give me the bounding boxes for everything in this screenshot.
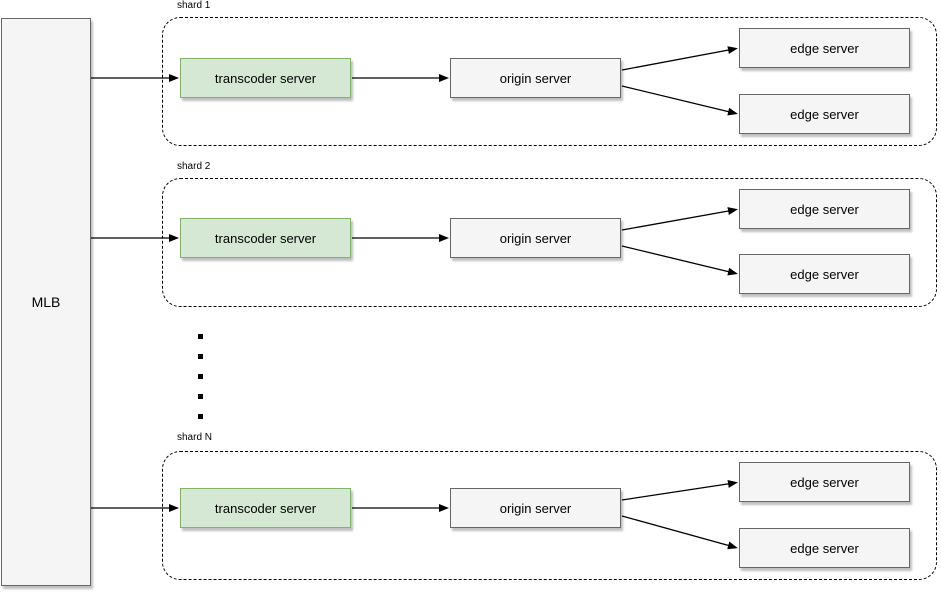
transcoder-server-label: transcoder server xyxy=(214,500,317,516)
shard-2-edge-server-node-top: edge server xyxy=(739,189,910,229)
origin-server-label: origin server xyxy=(499,70,572,86)
shard-2-transcoder-server-node: transcoder server xyxy=(180,218,351,258)
dot xyxy=(198,334,203,339)
mlb-node-label: MLB xyxy=(31,294,61,310)
shard-n-edge-server-node-bottom: edge server xyxy=(739,528,910,568)
edge-server-label: edge server xyxy=(790,106,859,122)
mlb-node: MLB xyxy=(1,18,91,586)
edge-server-label: edge server xyxy=(790,40,859,56)
shard-2-label: shard 2 xyxy=(177,161,211,172)
shard-1-origin-server-node: origin server xyxy=(450,58,621,98)
shard-1-transcoder-server-node: transcoder server xyxy=(180,58,351,98)
edge-server-label: edge server xyxy=(790,201,859,217)
shard-2-boundary xyxy=(162,178,937,307)
edge-server-label: edge server xyxy=(790,540,859,556)
dot xyxy=(198,354,203,359)
edge-server-label: edge server xyxy=(790,266,859,282)
shard-1-edge-server-node-top: edge server xyxy=(739,28,910,68)
shard-n-edge-server-node-top: edge server xyxy=(739,462,910,502)
dot xyxy=(198,374,203,379)
edge-server-label: edge server xyxy=(790,474,859,490)
transcoder-server-label: transcoder server xyxy=(214,70,317,86)
shard-n-boundary xyxy=(162,451,937,580)
shard-1-label: shard 1 xyxy=(177,0,211,11)
dot xyxy=(198,394,203,399)
origin-server-label: origin server xyxy=(499,500,572,516)
dot xyxy=(198,414,203,419)
transcoder-server-label: transcoder server xyxy=(214,230,317,246)
origin-server-label: origin server xyxy=(499,230,572,246)
shard-n-label: shard N xyxy=(177,432,213,443)
shard-n-origin-server-node: origin server xyxy=(450,488,621,528)
shard-1-boundary xyxy=(162,17,937,146)
ellipsis-dots xyxy=(198,334,203,419)
shard-n-transcoder-server-node: transcoder server xyxy=(180,488,351,528)
shard-1-edge-server-node-bottom: edge server xyxy=(739,94,910,134)
shard-2-edge-server-node-bottom: edge server xyxy=(739,254,910,294)
shard-2-origin-server-node: origin server xyxy=(450,218,621,258)
